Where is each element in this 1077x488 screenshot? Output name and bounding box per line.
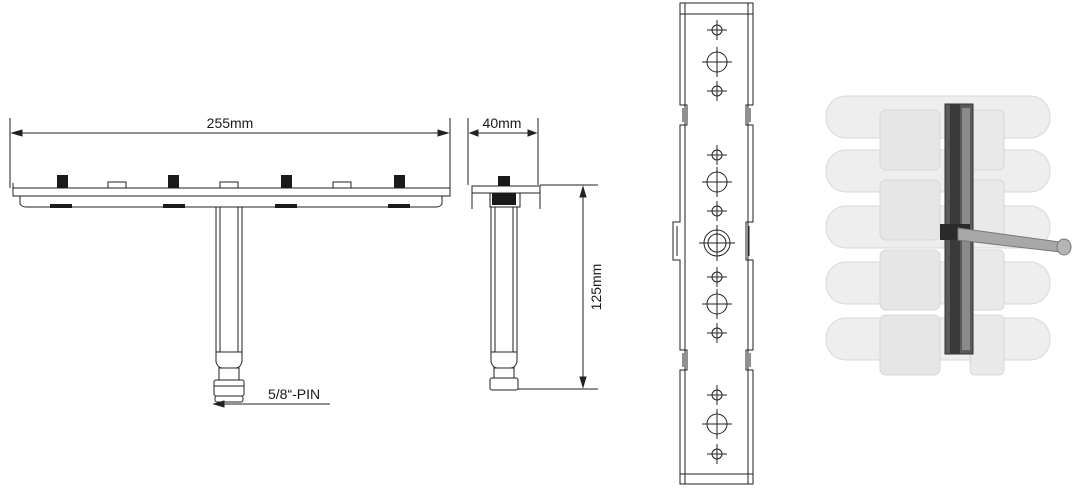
side-head	[471, 176, 541, 209]
plate-view	[672, 2, 754, 485]
front-view: 255mm	[9, 115, 451, 408]
side-stem	[489, 206, 519, 391]
render-pin	[957, 227, 1072, 256]
pin-leader	[212, 400, 330, 408]
width-label: 255mm	[207, 115, 254, 131]
height-dimension	[518, 184, 598, 390]
depth-label: 40mm	[483, 115, 522, 131]
render-view	[825, 95, 1072, 376]
height-label: 125mm	[588, 264, 604, 311]
side-view: 40mm 125mm	[467, 115, 604, 391]
plate-holes	[699, 20, 735, 464]
front-bar	[12, 181, 451, 208]
width-dimension	[9, 118, 451, 188]
render-pipes	[825, 95, 1051, 376]
front-clamps	[50, 175, 410, 208]
pin-label: 5/8“-PIN	[268, 386, 320, 402]
depth-dimension	[467, 118, 539, 185]
front-stem	[213, 206, 245, 403]
